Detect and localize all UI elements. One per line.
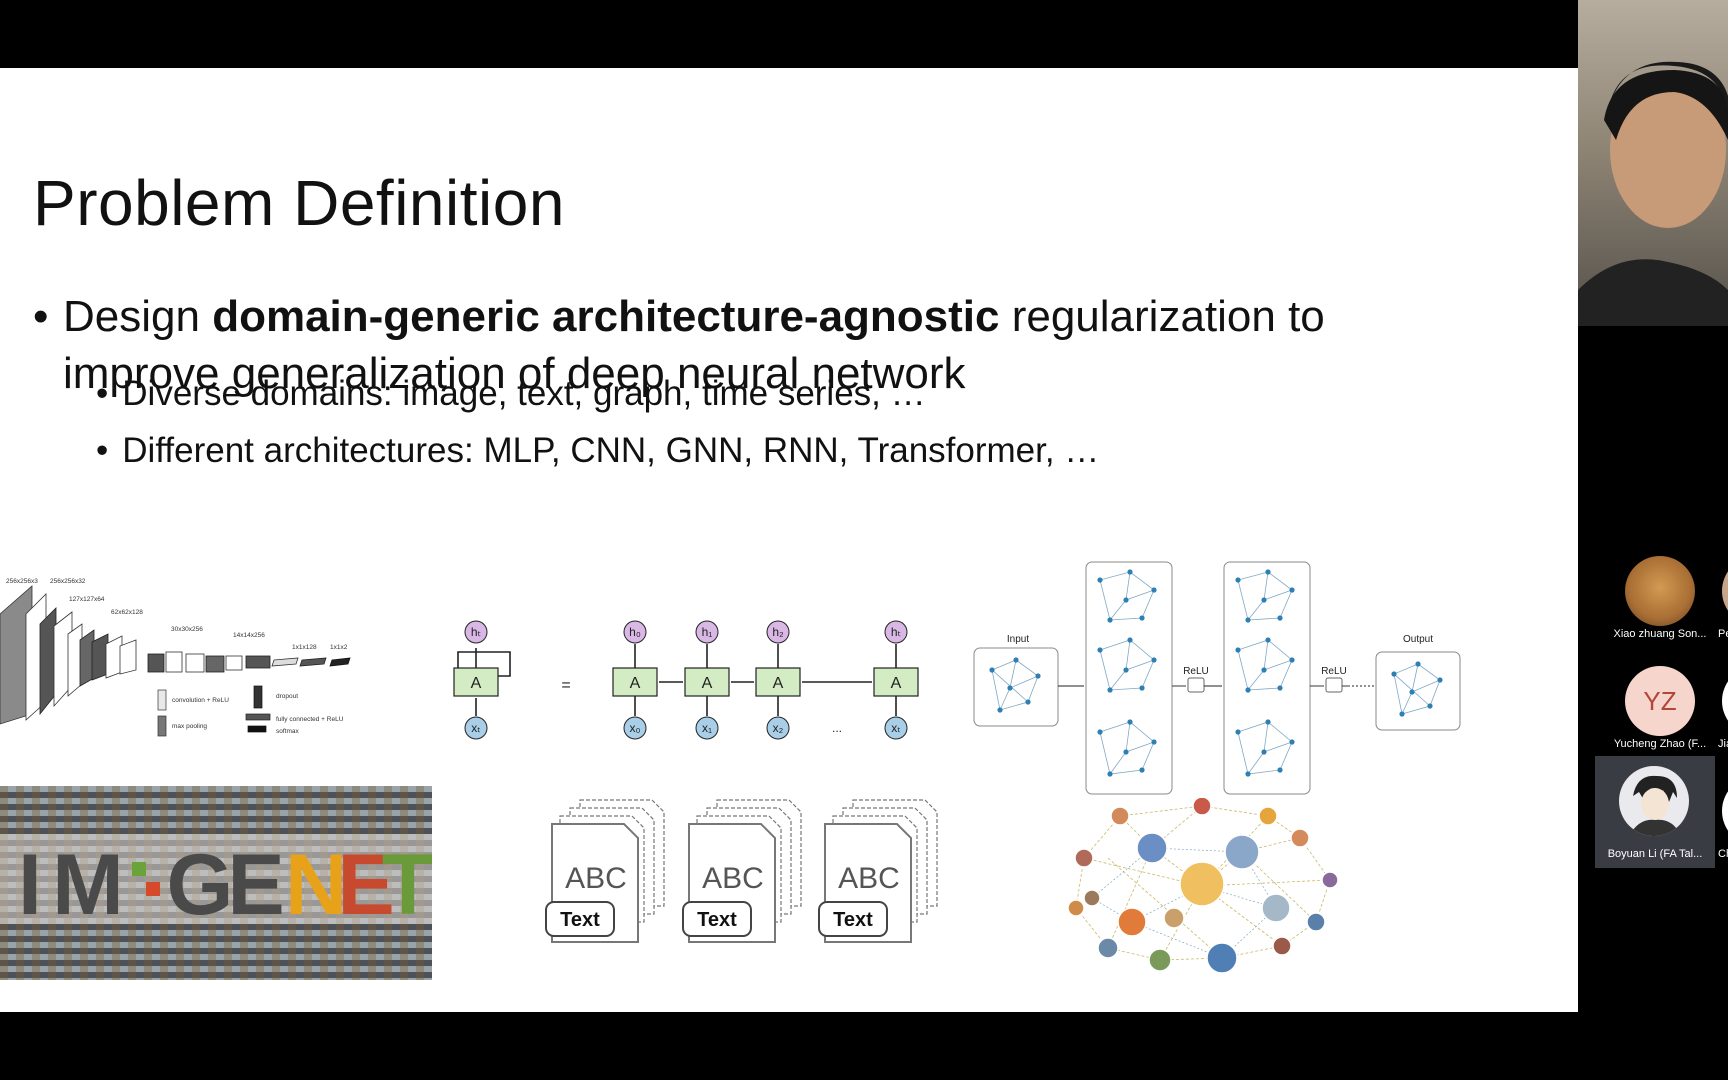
participant-tile[interactable]: YZ Yucheng Zhao (F... [1605, 666, 1715, 756]
relu-label: ReLU [1321, 666, 1347, 677]
relu-label: ReLU [1183, 666, 1209, 677]
gnn-pipeline-figure: Input Output ReLU ReLU ... ... [973, 561, 1461, 795]
doc-abc: ABC [565, 862, 627, 895]
rnn-cell [873, 667, 919, 697]
gnn-input-label: Input [1007, 634, 1029, 645]
imagenet-letter: E [227, 837, 284, 933]
svg-text:A: A [773, 675, 784, 692]
participant-name: Yucheng Zhao (F... [1613, 738, 1707, 750]
rnn-unrolled-figure: A A A A A = ... hₜ h₀ h₁ h₂ hₜ xₜ x₀ x₁ … [453, 620, 919, 740]
speaker-video [1578, 0, 1728, 326]
text-documents-figure: ABC ABC ABC Text Text Text [545, 799, 938, 943]
gnn-input-box [973, 647, 1059, 727]
imagenet-letter: T [382, 837, 432, 933]
rnn-h-label: hₜ [891, 625, 901, 639]
main-bullet-text: Design domain-generic architecture-agnos… [63, 292, 1325, 398]
imagenet-mosaic-image: I M G E N E T [0, 786, 432, 980]
initials-avatar: YZ [1625, 666, 1695, 736]
social-network-figure [1067, 798, 1339, 974]
slide-title: Problem Definition [33, 167, 565, 239]
main-bullet: • Design domain-generic architecture-agn… [33, 288, 1493, 402]
participant-tile-partial[interactable]: Pei [1716, 556, 1728, 646]
imagenet-letter: G [167, 837, 234, 933]
doc-abc: ABC [838, 862, 900, 895]
participant-tile[interactable]: Xiao zhuang Son... [1605, 556, 1715, 646]
equals-sign: = [561, 677, 570, 694]
participants-panel: Xiao zhuang Son... YZ Yucheng Zhao (F...… [1578, 0, 1728, 1080]
imagenet-letter: I [18, 837, 42, 933]
participant-name: Xiao zhuang Son... [1613, 628, 1707, 640]
participant-tile-active[interactable]: Boyuan Li (FA Tal... [1595, 756, 1715, 868]
gnn-output-box [1375, 651, 1461, 731]
bullet-dot: • [33, 292, 49, 341]
imagenet-letter: M [52, 837, 124, 933]
cnn-legend-label: fully connected + ReLU [276, 716, 344, 723]
cnn-dim-label: 30x30x256 [171, 626, 203, 633]
rnn-x-label: xₜ [471, 721, 481, 735]
cnn-dim-label: 1x1x2 [330, 644, 348, 651]
cnn-dim-label: 1x1x128 [292, 644, 317, 651]
dog-avatar-icon [1625, 556, 1695, 626]
cnn-dim-label: 256x256x32 [50, 578, 86, 585]
sub-bullet-domains: •Diverse domains: image, text, graph, ti… [96, 374, 926, 413]
imagenet-letter: E [337, 837, 394, 933]
gnn-output-label: Output [1403, 634, 1433, 645]
gnn-layer-box [1085, 561, 1173, 795]
cnn-dim-label: 127x127x64 [69, 596, 105, 603]
speaker-person-icon [1578, 61, 1728, 326]
participant-tile-partial[interactable]: Jiac [1716, 666, 1728, 756]
rnn-h-label: h₀ [629, 625, 641, 639]
rnn-h-label: h₂ [772, 625, 784, 639]
rnn-ellipsis: ... [832, 721, 842, 735]
rnn-cell [612, 667, 658, 697]
cnn-legend-label: dropout [276, 693, 298, 700]
cnn-dim-label: 256x256x3 [6, 578, 38, 585]
sub-bullet-architectures: •Different architectures: MLP, CNN, GNN,… [96, 431, 1100, 470]
rnn-cell [684, 667, 730, 697]
doc-text-label: Text [697, 909, 737, 931]
svg-text:A: A [471, 675, 482, 692]
cnn-legend-label: softmax [276, 728, 300, 735]
doc-abc: ABC [702, 862, 764, 895]
cnn-legend-label: max pooling [172, 723, 207, 730]
bold-phrase: domain-generic architecture-agnostic [212, 292, 1000, 341]
presentation-slide: Problem Definition • Design domain-gener… [0, 68, 1578, 1012]
rnn-cell [453, 667, 499, 697]
doc-text-label: Text [833, 909, 873, 931]
rnn-h-label: h₁ [702, 625, 713, 639]
rnn-x-label: xₜ [891, 721, 901, 735]
cartoon-avatar-icon [1619, 766, 1689, 836]
rnn-x-label: x₁ [702, 721, 712, 735]
rnn-h-label: hₜ [471, 625, 481, 639]
cnn-architecture-figure: 256x256x3 256x256x32 127x127x64 62x62x12… [0, 578, 351, 737]
rnn-x-label: x₀ [630, 721, 641, 735]
imagenet-letter: N [285, 837, 347, 933]
svg-text:A: A [702, 675, 713, 692]
svg-text:A: A [630, 675, 641, 692]
cnn-legend-label: convolution + ReLU [172, 697, 229, 704]
svg-text:A: A [891, 675, 902, 692]
gnn-layer-box [1223, 561, 1311, 795]
rnn-x-label: x₂ [773, 721, 784, 735]
participant-tile-partial[interactable]: Che [1716, 776, 1728, 866]
participant-name: Boyuan Li (FA Tal... [1607, 848, 1703, 860]
cnn-dim-label: 14x14x256 [233, 632, 265, 639]
cnn-dim-label: 62x62x128 [111, 609, 143, 616]
doc-text-label: Text [560, 909, 600, 931]
rnn-cell [755, 667, 801, 697]
